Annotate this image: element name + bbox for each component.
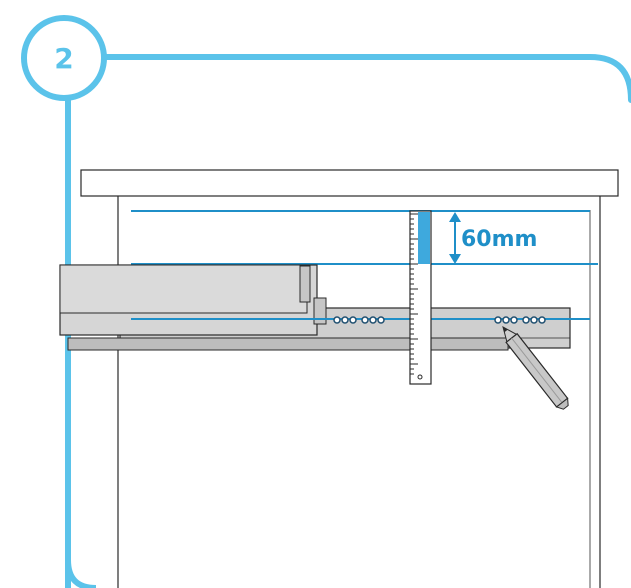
ruler-icon bbox=[409, 210, 432, 385]
screw-holes-right bbox=[494, 316, 546, 324]
measurement-label: 60mm bbox=[461, 227, 537, 252]
drawer-clip bbox=[313, 297, 327, 325]
step-badge: 2 bbox=[21, 15, 107, 101]
step-number: 2 bbox=[54, 42, 73, 75]
ruler-highlight bbox=[418, 212, 430, 264]
drawer-bracket bbox=[299, 265, 311, 303]
drawer-rail-lip bbox=[67, 337, 509, 351]
measurement-arrow bbox=[449, 212, 461, 264]
step-frame-bottom bbox=[65, 559, 97, 588]
screw-holes-left bbox=[333, 316, 385, 324]
cabinet-top bbox=[80, 169, 619, 197]
pencil-icon bbox=[502, 325, 569, 410]
drawer-front-panel bbox=[59, 264, 308, 314]
